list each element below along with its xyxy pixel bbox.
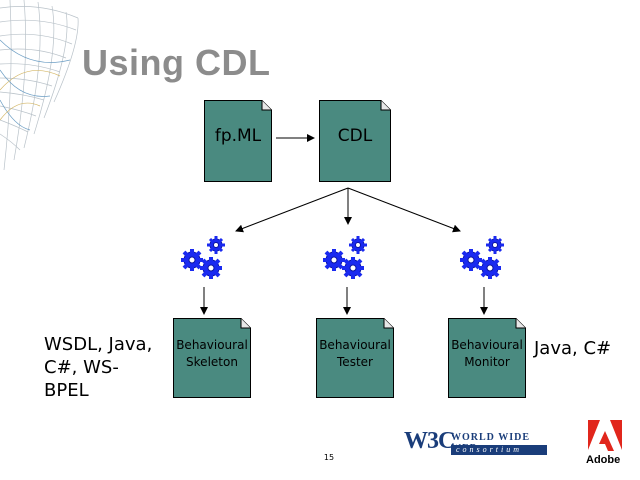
adobe-wordmark: Adobe: [586, 454, 621, 466]
tester-label: Behavioural Tester: [319, 338, 391, 369]
arrow-cdl-to-left: [235, 187, 349, 233]
gears-icon: [460, 236, 504, 279]
cdl-label: CDL: [337, 126, 373, 146]
cdl-document: CDL: [319, 100, 391, 182]
page-number: 15: [323, 453, 335, 462]
slide-title: Using CDL: [82, 42, 271, 83]
fpml-document: fp.ML: [204, 100, 272, 182]
document-icon: [448, 318, 526, 398]
w3c-consortium-bar: [451, 445, 547, 455]
w3c-mark: W3C: [404, 428, 455, 454]
tester-document: Behavioural Tester: [316, 318, 394, 398]
skeleton-label: Behavioural Skeleton: [176, 338, 248, 369]
document-icon: [204, 100, 272, 182]
monitor-label: Behavioural Monitor: [451, 338, 523, 369]
document-icon: [173, 318, 251, 398]
arrow-cdl-to-right: [347, 187, 461, 233]
gears-icon: [323, 236, 367, 279]
left-side-label: WSDL, Java, C#, WS- BPEL: [44, 334, 153, 401]
w3c-consortium: consortium: [456, 445, 522, 454]
document-icon: [316, 318, 394, 398]
right-side-label: Java, C#: [534, 338, 612, 359]
adobe-logo: Adobe: [584, 420, 624, 470]
gears-icon: [181, 236, 225, 279]
wireframe-decoration: [0, 0, 79, 171]
w3c-logo: W3C World Wide Web consortium: [404, 428, 550, 458]
fpml-label: fp.ML: [214, 126, 262, 146]
monitor-document: Behavioural Monitor: [448, 318, 526, 398]
adobe-icon: [588, 420, 622, 451]
skeleton-document: Behavioural Skeleton: [173, 318, 251, 398]
document-icon: [319, 100, 391, 182]
